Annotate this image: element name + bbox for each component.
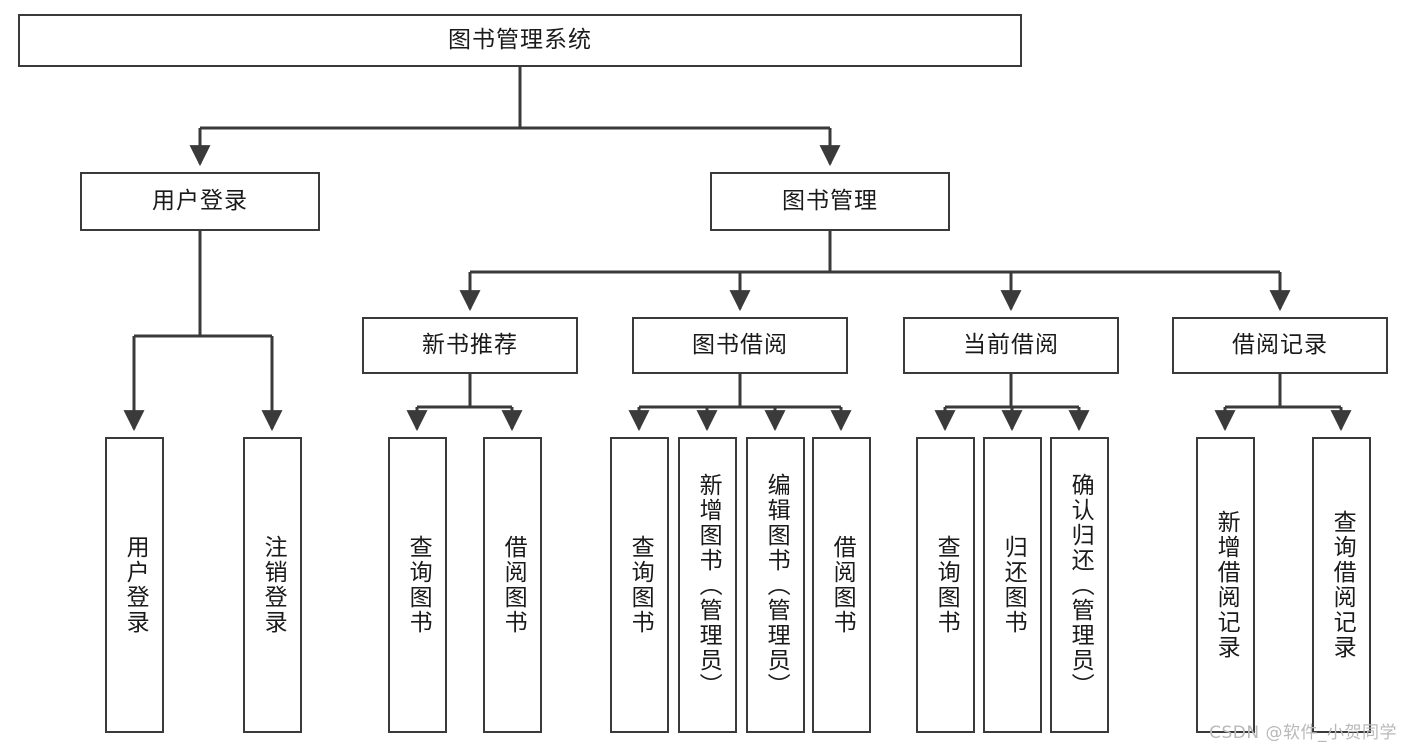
node-leaf-borrow-book-label: 借阅图书	[829, 535, 856, 635]
node-leaf-add-book-admin[interactable]: 新增图书（管理员）	[678, 437, 737, 733]
node-leaf-add-borrow-record-label: 新增借阅记录	[1213, 510, 1240, 660]
node-borrow-record-label: 借阅记录	[1232, 331, 1328, 358]
node-root[interactable]: 图书管理系统	[18, 14, 1022, 67]
node-leaf-logout-label: 注销登录	[260, 535, 287, 635]
node-book-borrow[interactable]: 图书借阅	[632, 317, 848, 374]
node-new-book-recommend-label: 新书推荐	[422, 331, 518, 358]
node-leaf-borrow-book-recommend[interactable]: 借阅图书	[483, 437, 542, 733]
node-leaf-query-borrow-record-label: 查询借阅记录	[1329, 510, 1356, 660]
node-leaf-add-book-admin-label: 新增图书（管理员）	[695, 472, 722, 698]
node-user-login-label: 用户登录	[152, 187, 248, 214]
node-leaf-query-book-borrow-label: 查询图书	[627, 535, 654, 635]
node-leaf-query-book-borrow[interactable]: 查询图书	[610, 437, 669, 733]
node-book-management[interactable]: 图书管理	[710, 172, 950, 231]
node-current-borrow-label: 当前借阅	[963, 331, 1059, 358]
node-leaf-user-login[interactable]: 用户登录	[105, 437, 164, 733]
node-leaf-return-book-label: 归还图书	[1000, 535, 1027, 635]
node-leaf-confirm-return-admin[interactable]: 确认归还（管理员）	[1050, 437, 1109, 733]
node-leaf-query-book-recommend-label: 查询图书	[405, 535, 432, 635]
node-leaf-query-borrow-record[interactable]: 查询借阅记录	[1312, 437, 1371, 733]
node-leaf-query-book-current-label: 查询图书	[933, 535, 960, 635]
node-current-borrow[interactable]: 当前借阅	[903, 317, 1119, 374]
node-new-book-recommend[interactable]: 新书推荐	[362, 317, 578, 374]
node-borrow-record[interactable]: 借阅记录	[1172, 317, 1388, 374]
node-leaf-query-book-current[interactable]: 查询图书	[916, 437, 975, 733]
node-root-label: 图书管理系统	[448, 26, 592, 53]
node-leaf-edit-book-admin-label: 编辑图书（管理员）	[763, 472, 790, 698]
node-leaf-confirm-return-admin-label: 确认归还（管理员）	[1067, 472, 1094, 698]
node-leaf-borrow-book-recommend-label: 借阅图书	[500, 535, 527, 635]
node-leaf-user-login-label: 用户登录	[122, 535, 149, 635]
node-leaf-logout[interactable]: 注销登录	[243, 437, 302, 733]
node-book-management-label: 图书管理	[782, 187, 878, 214]
node-leaf-edit-book-admin[interactable]: 编辑图书（管理员）	[746, 437, 805, 733]
node-leaf-borrow-book[interactable]: 借阅图书	[812, 437, 871, 733]
node-leaf-return-book[interactable]: 归还图书	[983, 437, 1042, 733]
node-user-login[interactable]: 用户登录	[80, 172, 320, 231]
node-leaf-query-book-recommend[interactable]: 查询图书	[388, 437, 447, 733]
node-book-borrow-label: 图书借阅	[692, 331, 788, 358]
node-leaf-add-borrow-record[interactable]: 新增借阅记录	[1196, 437, 1255, 733]
